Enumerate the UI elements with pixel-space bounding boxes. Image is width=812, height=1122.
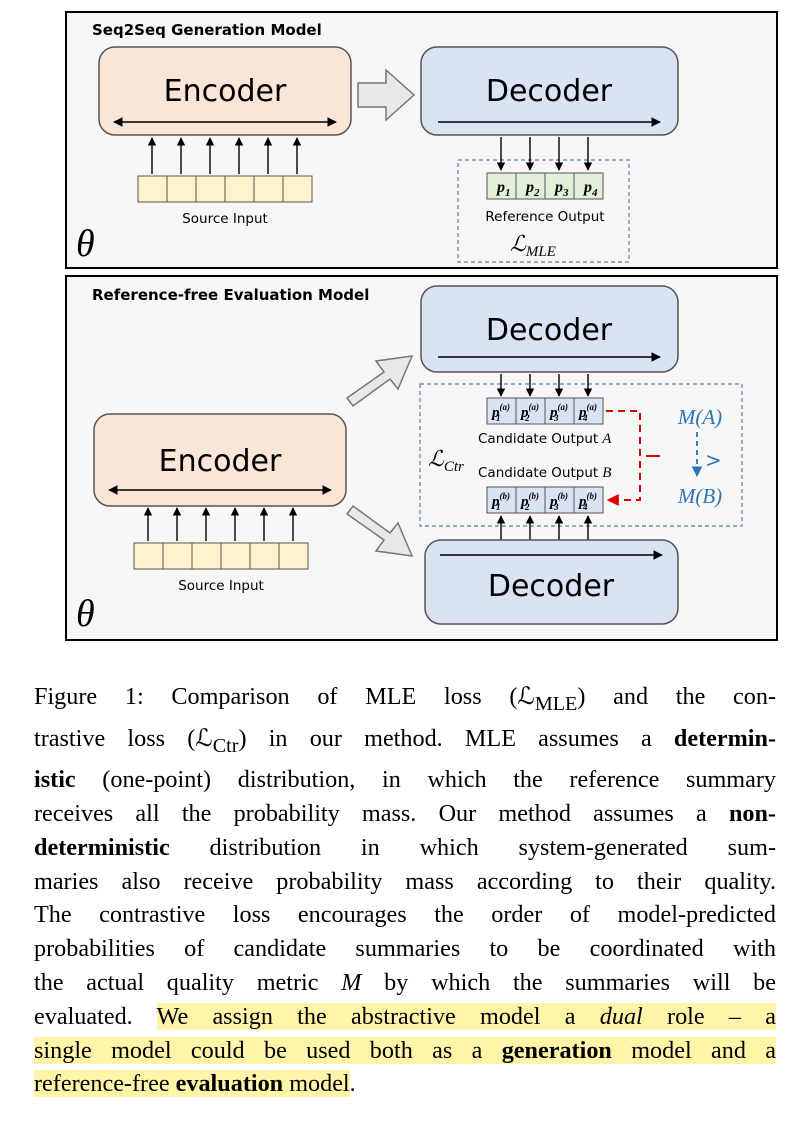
caption-line: trastive loss (ℒCtr) in our method. MLE …	[34, 724, 776, 757]
bottom-decoder-top-label: Decoder	[486, 313, 613, 348]
candidate-a-token-3: p(a)3	[548, 402, 568, 423]
caption-line: deterministic distribution in which syst…	[34, 833, 776, 861]
bottom-panel-title: Reference-free Evaluation Model	[92, 286, 369, 304]
candidate-b-tokens: p(b)1 p(b)2 p(b)3 p(b)4	[486, 486, 604, 514]
candidate-b-token-2: p(b)2	[519, 491, 539, 512]
top-token-1: p1	[495, 179, 511, 199]
bottom-decoder-bottom-label: Decoder	[488, 569, 615, 604]
top-encoder-label: Encoder	[164, 74, 287, 109]
candidate-a-token-2: p(a)2	[519, 402, 539, 423]
caption-line: the actual quality metric M by which the…	[34, 969, 776, 997]
top-reference-output-box	[457, 159, 630, 263]
bottom-loss-label: ℒCtr	[428, 446, 464, 475]
top-loss-label: ℒMLE	[510, 231, 556, 260]
top-token-3: p3	[553, 179, 569, 199]
top-encoder-to-decoder-arrow	[357, 68, 416, 122]
candidate-a-token-4: p(a)4	[577, 402, 597, 423]
caption-line: maries also receive probability mass acc…	[34, 867, 776, 895]
top-decoder-label: Decoder	[486, 74, 613, 109]
top-source-input: Source Input	[137, 137, 313, 227]
top-reference-tokens: p1 p2 p3 p4	[486, 172, 604, 200]
bottom-decoder-top: Decoder	[420, 285, 679, 373]
bottom-contrastive-box	[419, 383, 743, 527]
candidate-b-token-3: p(b)3	[548, 491, 568, 512]
top-theta: θ	[76, 223, 95, 265]
bottom-encoder-label: Encoder	[159, 444, 282, 479]
bottom-source-input-label: Source Input	[178, 578, 264, 594]
metric-a: M(A)	[677, 405, 722, 429]
bottom-encoder: Encoder	[93, 413, 347, 507]
top-token-4: p4	[582, 179, 598, 199]
caption-line: The contrastive loss encourages the orde…	[34, 901, 776, 929]
figure-diagram: Seq2Seq Generation Model Encoder Decoder	[65, 11, 778, 641]
caption-line: Figure 1: Comparison of MLE loss (ℒMLE) …	[34, 683, 776, 715]
top-encoder: Encoder	[98, 46, 352, 136]
bottom-panel: Reference-free Evaluation Model Decoder …	[65, 275, 778, 641]
top-reference-output-label: Reference Output	[485, 209, 604, 225]
bottom-decoder-bottom: Decoder	[424, 539, 679, 625]
metric-b: M(B)	[677, 484, 722, 508]
candidate-a-tokens: p(a)1 p(a)2 p(a)3 p(a)4	[486, 397, 604, 425]
caption-line: probabilities of candidate summaries to …	[34, 935, 776, 963]
caption-line: reference-free evaluation model.	[34, 1070, 356, 1098]
candidate-b-token-4: p(b)4	[577, 491, 597, 512]
top-source-input-label: Source Input	[182, 211, 268, 227]
contrast-red-dashed-arrow	[606, 410, 641, 506]
top-panel: Seq2Seq Generation Model Encoder Decoder	[65, 11, 778, 269]
caption-line: istic (one-point) distribution, in which…	[34, 766, 776, 794]
top-decoder: Decoder	[420, 46, 679, 136]
top-panel-title: Seq2Seq Generation Model	[92, 21, 322, 39]
bottom-theta: θ	[76, 593, 95, 635]
candidate-a-token-1: p(a)1	[490, 402, 510, 423]
bottom-source-input: Source Input	[133, 507, 309, 594]
metric-greater-than: >	[705, 448, 722, 472]
bottom-encoder-to-top-decoder-arrow	[345, 355, 414, 408]
caption-line: receives all the probability mass. Our m…	[34, 800, 776, 828]
candidate-b-token-1: p(b)1	[490, 491, 510, 512]
caption-line: single model could be used both as a gen…	[34, 1036, 776, 1064]
top-token-2: p2	[524, 179, 540, 199]
figure-caption: Figure 1: Comparison of MLE loss (ℒMLE) …	[34, 680, 776, 1101]
bottom-encoder-to-bottom-decoder-arrow	[345, 504, 414, 557]
caption-line: evaluated. We assign the abstractive mod…	[34, 1002, 776, 1030]
